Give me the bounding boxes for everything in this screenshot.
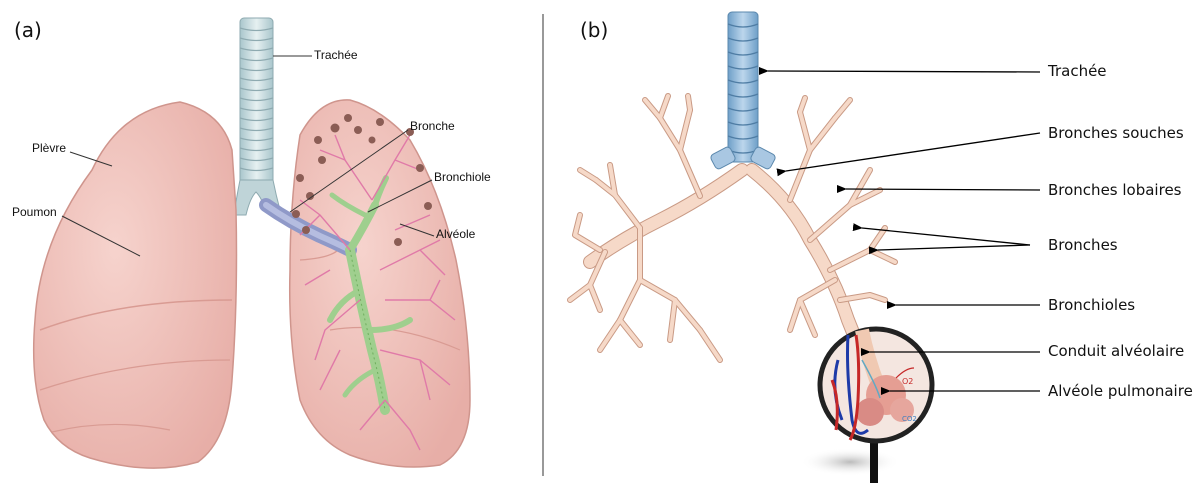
label-a-bronchiole: Bronchiole [434, 170, 491, 184]
label-b-bronches-souches: Bronches souches [1048, 124, 1184, 142]
panel-b: O2 CO2 [570, 12, 1040, 483]
label-b-bronchioles: Bronchioles [1048, 296, 1135, 314]
label-b-trachee: Trachée [1048, 62, 1107, 80]
label-a-bronche: Bronche [410, 119, 455, 133]
co2-label: CO2 [902, 415, 917, 423]
panel-a [34, 18, 470, 468]
label-a-plevre: Plèvre [32, 141, 66, 155]
left-lung [34, 102, 237, 468]
label-a-trachee: Trachée [314, 48, 358, 62]
label-b-bronches-lobaires: Bronches lobaires [1048, 181, 1181, 199]
panel-b-label: (b) [580, 18, 608, 42]
label-b-bronches: Bronches [1048, 236, 1118, 254]
right-lung [290, 100, 470, 467]
label-b-conduit-alveolaire: Conduit alvéolaire [1048, 342, 1184, 360]
trachea-b [710, 12, 777, 170]
label-a-poumon: Poumon [12, 205, 57, 219]
o2-label: O2 [902, 377, 913, 386]
trachea-a [234, 18, 280, 215]
panel-a-label: (a) [14, 18, 42, 42]
label-b-alveole-pulmonaire: Alvéole pulmonaire [1048, 382, 1193, 400]
label-a-alveole: Alvéole [436, 227, 475, 241]
